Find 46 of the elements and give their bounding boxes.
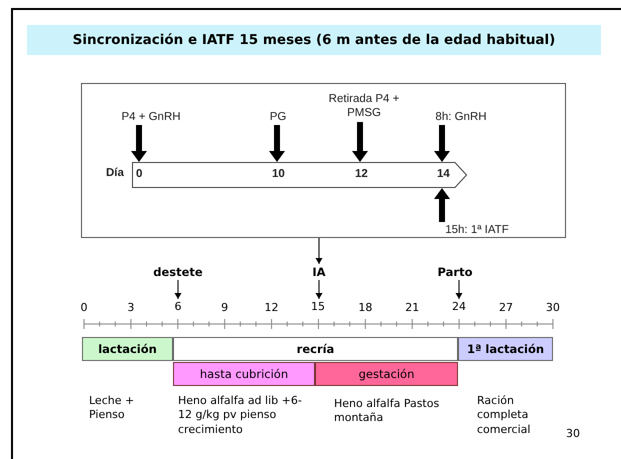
- step-label: 8h: GnRH: [411, 109, 511, 125]
- step-label: PG: [258, 109, 298, 125]
- step-label: 15h: 1ª IATF: [435, 222, 519, 238]
- thick-arrow: [434, 125, 450, 162]
- tick-label: 21: [404, 301, 420, 316]
- feed-note: Heno alfalfa Pastos montaña: [334, 397, 440, 426]
- feed-note: Ración completa comercial: [477, 394, 532, 437]
- phase-bar: gestación: [315, 362, 458, 386]
- tick-label: 9: [220, 301, 230, 316]
- arrow: [456, 280, 462, 300]
- page-number: 30: [566, 427, 581, 442]
- event-label: Parto: [428, 264, 482, 280]
- tick-label: 0: [80, 301, 88, 316]
- day-number: 14: [437, 168, 450, 180]
- day-number: 10: [272, 168, 285, 180]
- phase-bar: lactación: [82, 337, 173, 361]
- event-label: destete: [146, 264, 210, 280]
- phase-bar: recría: [173, 337, 458, 361]
- tick-label: 15: [303, 299, 333, 314]
- thick-arrow: [269, 125, 285, 162]
- event-label: IA: [304, 264, 334, 280]
- phase-bar: 1ª lactación: [458, 337, 553, 361]
- tick-label: 18: [357, 301, 374, 316]
- title-banner: Sincronización e IATF 15 meses (6 m antes de la edad habitual): [27, 25, 601, 55]
- tick-label: 27: [498, 301, 514, 316]
- step-label: Retirada P4 + PMSG: [314, 90, 414, 122]
- tick-label: 30: [544, 301, 561, 316]
- tick-label: 3: [126, 301, 136, 316]
- step-label: P4 + GnRH: [101, 109, 201, 125]
- day-number: 12: [355, 168, 368, 180]
- thick-arrow: [352, 122, 368, 162]
- arrow: [316, 280, 322, 300]
- tick-label: 24: [444, 299, 474, 314]
- thick-arrow: [434, 188, 450, 222]
- phase-bar: hasta cubrición: [173, 362, 315, 386]
- feed-note: Leche + Pienso: [89, 394, 136, 423]
- feed-note: Heno alfalfa ad lib +6-12 g/kg pv pienso crecimiento: [178, 394, 303, 437]
- protocol-panel: [81, 83, 566, 238]
- day-number: 0: [136, 168, 142, 180]
- arrow: [316, 238, 322, 264]
- tick-label: 6: [163, 299, 193, 314]
- thick-arrow: [131, 125, 147, 162]
- tick-label: 12: [264, 301, 280, 316]
- timeline-arrow-bar: [132, 162, 467, 188]
- arrow: [174, 280, 182, 300]
- axis-caption: Día: [106, 167, 124, 179]
